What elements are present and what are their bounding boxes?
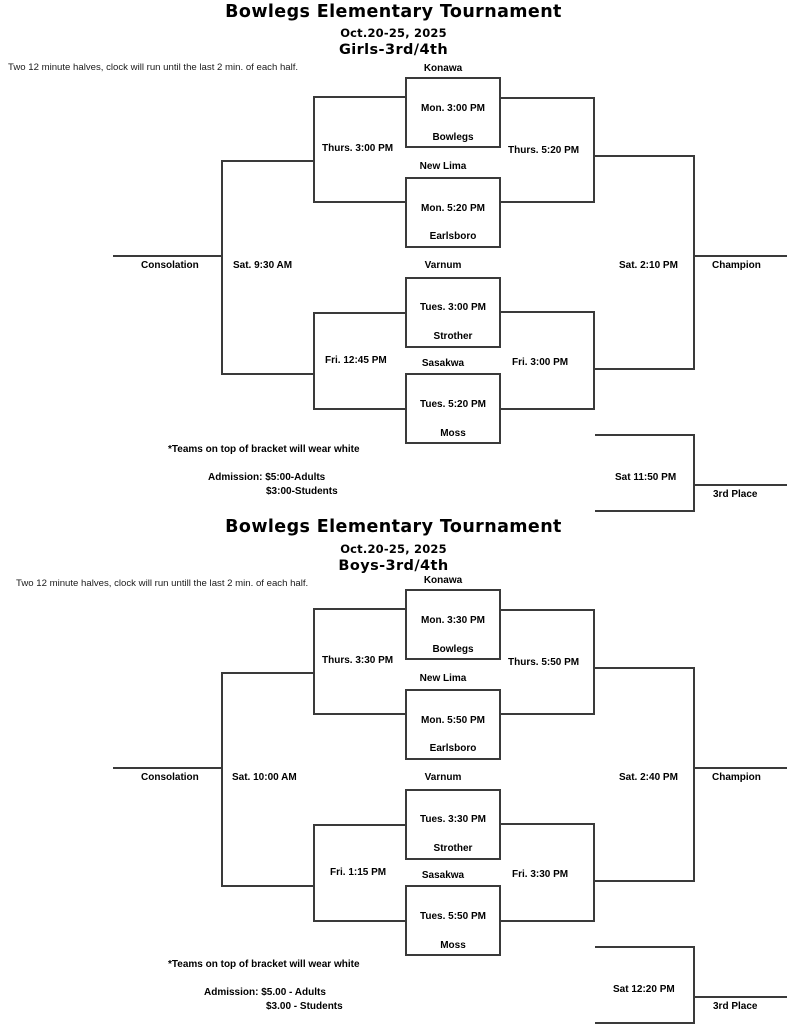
semifinal-time-1: Thurs. 5:20 PM xyxy=(508,145,580,156)
third-place-output-line xyxy=(694,996,787,998)
page-title-boys: Bowlegs Elementary Tournament xyxy=(225,517,562,537)
team-label-r1-2-top: New Lima xyxy=(419,161,467,172)
white-jersey-note: *Teams on top of bracket will wear white xyxy=(168,444,360,455)
admission-students: $3.00 - Students xyxy=(266,1001,343,1012)
consolation-feeder-bracket-2 xyxy=(313,312,406,410)
champion-output-line xyxy=(694,767,787,769)
match-box-r1-3 xyxy=(405,789,501,860)
match-time-r1-2: Mon. 5:50 PM xyxy=(421,715,485,726)
match-time-r1-3: Tues. 3:30 PM xyxy=(420,814,486,825)
bracket-girls: Bowlegs Elementary Tournament Oct.20-25,… xyxy=(8,2,787,512)
white-jersey-note: *Teams on top of bracket will wear white xyxy=(168,959,360,970)
team-label-r1-4-top: Sasakwa xyxy=(421,358,465,369)
third-place-bracket xyxy=(595,434,695,512)
consolation-label: Consolation xyxy=(141,772,199,783)
team-label-r1-4-bottom: Moss xyxy=(440,940,466,951)
consolation-final-bracket xyxy=(221,160,314,375)
admission-students: $3:00-Students xyxy=(266,486,338,497)
third-place-label: 3rd Place xyxy=(713,489,758,500)
champion-label: Champion xyxy=(712,260,761,271)
team-label-r1-3-bottom: Strother xyxy=(433,843,473,854)
match-box-r1-4 xyxy=(405,373,501,444)
team-label-r1-2-bottom: Earlsboro xyxy=(429,231,477,242)
match-box-r1-4 xyxy=(405,885,501,956)
semifinal-bracket-1 xyxy=(500,97,595,203)
championship-time: Sat. 2:10 PM xyxy=(619,260,678,271)
consolation-feeder-time-1: Thurs. 3:30 PM xyxy=(322,655,394,666)
semifinal-time-2: Fri. 3:00 PM xyxy=(512,357,569,368)
semifinal-bracket-1 xyxy=(500,609,595,715)
third-place-output-line xyxy=(694,484,787,486)
consolation-final-time: Sat. 10:00 AM xyxy=(232,772,297,783)
division-label-girls: Girls-3rd/4th xyxy=(338,42,449,58)
team-label-r1-1-top: Konawa xyxy=(423,575,463,586)
match-time-r1-4: Tues. 5:50 PM xyxy=(420,911,486,922)
match-box-r1-2 xyxy=(405,689,501,760)
rules-note-girls: Two 12 minute halves, clock will run unt… xyxy=(8,62,299,73)
team-label-r1-1-bottom: Bowlegs xyxy=(432,132,474,143)
team-label-r1-3-bottom: Strother xyxy=(433,331,473,342)
match-box-r1-1 xyxy=(405,589,501,660)
champion-label: Champion xyxy=(712,772,761,783)
bracket-boys: Bowlegs Elementary Tournament Oct.20-25,… xyxy=(0,512,787,1024)
match-time-r1-1: Mon. 3:30 PM xyxy=(421,615,485,626)
match-time-r1-2: Mon. 5:20 PM xyxy=(421,203,485,214)
champion-output-line xyxy=(694,255,787,257)
match-time-r1-1: Mon. 3:00 PM xyxy=(421,103,485,114)
admission-adults: Admission: $5:00-Adults xyxy=(208,472,326,483)
third-place-label: 3rd Place xyxy=(713,1001,758,1012)
team-label-r1-3-top: Varnum xyxy=(424,772,462,783)
consolation-final-bracket xyxy=(221,672,314,887)
consolation-feeder-bracket-1 xyxy=(313,96,406,203)
page-title-girls: Bowlegs Elementary Tournament xyxy=(225,2,562,22)
consolation-final-time: Sat. 9:30 AM xyxy=(233,260,293,271)
team-label-r1-3-top: Varnum xyxy=(424,260,462,271)
admission-adults: Admission: $5.00 - Adults xyxy=(204,987,326,998)
third-place-time: Sat 12:20 PM xyxy=(613,984,675,995)
semifinal-time-2: Fri. 3:30 PM xyxy=(512,869,569,880)
consolation-label: Consolation xyxy=(141,260,199,271)
tournament-dates-boys: Oct.20-25, 2025 xyxy=(340,542,447,556)
team-label-r1-4-top: Sasakwa xyxy=(421,870,465,881)
semifinal-bracket-2 xyxy=(500,823,595,922)
championship-bracket xyxy=(595,155,695,370)
team-label-r1-4-bottom: Moss xyxy=(440,428,466,439)
team-label-r1-2-top: New Lima xyxy=(419,673,467,684)
tournament-dates-girls: Oct.20-25, 2025 xyxy=(340,26,447,40)
team-label-r1-1-bottom: Bowlegs xyxy=(432,644,474,655)
team-label-r1-1-top: Konawa xyxy=(423,63,463,74)
semifinal-time-1: Thurs. 5:50 PM xyxy=(508,657,580,668)
consolation-feeder-bracket-1 xyxy=(313,608,406,715)
match-box-r1-2 xyxy=(405,177,501,248)
consolation-output-line xyxy=(113,767,223,769)
third-place-bracket xyxy=(595,946,695,1024)
championship-time: Sat. 2:40 PM xyxy=(619,772,678,783)
match-box-r1-1 xyxy=(405,77,501,148)
consolation-feeder-time-1: Thurs. 3:00 PM xyxy=(322,143,394,154)
third-place-time: Sat 11:50 PM xyxy=(615,472,677,483)
match-time-r1-3: Tues. 3:00 PM xyxy=(420,302,486,313)
consolation-feeder-bracket-2 xyxy=(313,824,406,922)
consolation-feeder-time-2: Fri. 12:45 PM xyxy=(325,355,387,366)
semifinal-bracket-2 xyxy=(500,311,595,410)
division-label-boys: Boys-3rd/4th xyxy=(338,558,449,574)
consolation-output-line xyxy=(113,255,223,257)
match-time-r1-4: Tues. 5:20 PM xyxy=(420,399,486,410)
team-label-r1-2-bottom: Earlsboro xyxy=(429,743,477,754)
consolation-feeder-time-2: Fri. 1:15 PM xyxy=(330,867,387,878)
championship-bracket xyxy=(595,667,695,882)
rules-note-boys: Two 12 minute halves, clock will run unt… xyxy=(16,578,309,589)
